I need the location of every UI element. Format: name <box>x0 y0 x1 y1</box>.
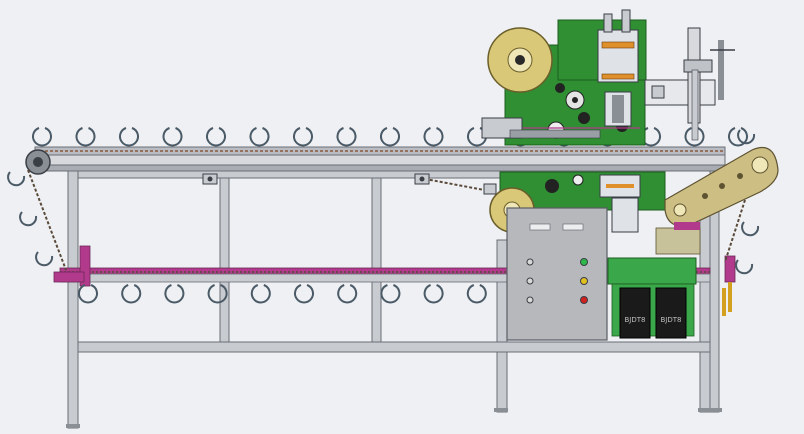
battery-1 <box>619 287 651 339</box>
upper-ring <box>75 127 96 147</box>
battery-1-label: BJDT8 <box>625 316 646 324</box>
lower-ring <box>294 284 314 304</box>
lower-ring <box>423 284 444 304</box>
lower-ring <box>250 284 271 304</box>
upper-ring <box>293 127 313 147</box>
battery-2 <box>655 287 687 339</box>
upper-ring <box>32 127 52 147</box>
button-1[interactable] <box>526 258 534 266</box>
lamp-green <box>580 258 588 266</box>
button-2[interactable] <box>526 277 534 285</box>
return-chain <box>27 169 746 271</box>
lower-ring-carriers <box>78 284 530 304</box>
sensor-mast <box>644 27 735 141</box>
lower-ring <box>337 284 358 304</box>
lower-ring <box>78 284 98 304</box>
cabinet-lamps <box>580 258 588 304</box>
battery-2-label: BJDT8 <box>661 316 682 324</box>
lower-ring <box>207 284 228 304</box>
labeling-head <box>481 9 647 146</box>
lower-ring <box>380 284 401 304</box>
control-cabinet <box>506 207 608 341</box>
lamp-red <box>580 296 588 304</box>
lower-ring <box>164 284 185 304</box>
upper-ring <box>380 127 400 147</box>
cabinet-buttons <box>526 258 534 304</box>
upper-ring <box>423 127 444 147</box>
upper-ring <box>206 127 226 147</box>
upper-ring <box>119 127 139 147</box>
button-3[interactable] <box>526 296 534 304</box>
cam-arm <box>664 146 779 227</box>
upper-ring <box>728 127 748 147</box>
lower-ring <box>121 284 142 304</box>
upper-ring <box>336 127 357 147</box>
upper-ring <box>249 127 270 147</box>
left-sprocket <box>25 149 51 175</box>
upper-conveyor-beam <box>34 146 726 172</box>
lamp-yellow <box>580 277 588 285</box>
upper-ring <box>684 127 705 147</box>
upper-ring <box>162 127 183 147</box>
beam-brackets <box>202 173 497 195</box>
lower-ring <box>466 284 487 304</box>
product-area: BJDT8 BJDT8 <box>607 222 732 339</box>
